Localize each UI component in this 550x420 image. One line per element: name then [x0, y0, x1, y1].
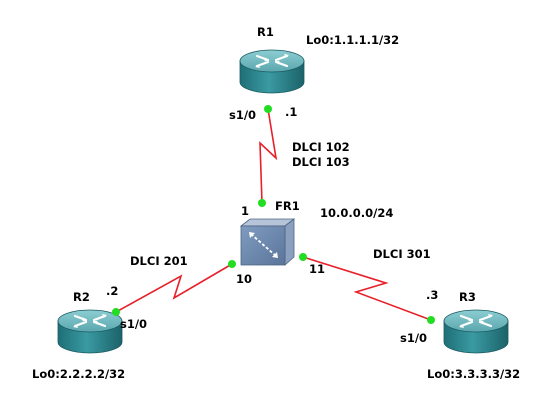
fr1-port-1-label: 1: [241, 204, 249, 218]
fr1-network-label: 10.0.0.0/24: [320, 206, 393, 220]
port-dot-r1-s1-0: [264, 105, 272, 113]
router-r2-loopback: Lo0:2.2.2.2/32: [32, 367, 125, 381]
r1-address-label: .1: [285, 105, 297, 119]
dlci-103-label: DLCI 103: [292, 155, 350, 169]
r3-interface-label: s1/0: [400, 331, 427, 345]
router-r2-name: R2: [73, 290, 90, 304]
port-dot-fr1-11: [299, 253, 307, 261]
router-icon: [442, 308, 510, 355]
port-dot-fr1-1: [258, 199, 266, 207]
router-r3-loopback: Lo0:3.3.3.3/32: [427, 367, 520, 381]
fr1-port-11-label: 11: [309, 262, 325, 276]
dlci-301-label: DLCI 301: [373, 247, 431, 261]
dlci-102-label: DLCI 102: [292, 140, 350, 154]
router-r1-name: R1: [257, 25, 274, 39]
fr1-port-10-label: 10: [236, 272, 252, 286]
router-r3-name: R3: [459, 290, 476, 304]
serial-link-line: [302, 256, 432, 321]
serial-link-line: [259, 108, 278, 204]
serial-link-line: [115, 263, 233, 313]
router-icon: [56, 308, 124, 355]
r3-address-label: .3: [426, 288, 438, 302]
port-dot-fr1-10: [228, 260, 236, 268]
router-icon: [238, 48, 306, 95]
r2-address-label: .2: [106, 284, 118, 298]
r2-interface-label: s1/0: [120, 317, 147, 331]
fr1-name: FR1: [275, 199, 300, 213]
link-r1-fr1: [259, 108, 278, 204]
link-r2-fr1: [115, 263, 233, 313]
port-dot-r3-s1-0: [427, 316, 435, 324]
router-r1-loopback: Lo0:1.1.1.1/32: [306, 33, 399, 47]
link-r3-fr1: [302, 256, 432, 321]
router-r1[interactable]: [238, 48, 306, 95]
r1-interface-label: s1/0: [229, 108, 256, 122]
router-r3[interactable]: [442, 308, 510, 355]
port-dot-r2-s1-0: [112, 308, 120, 316]
dlci-201-label: DLCI 201: [130, 254, 188, 268]
port-dots: [112, 105, 435, 324]
frame-relay-switch-icon: [239, 218, 296, 266]
frame-relay-switch-fr1[interactable]: [239, 218, 296, 266]
router-r2[interactable]: [56, 308, 124, 355]
